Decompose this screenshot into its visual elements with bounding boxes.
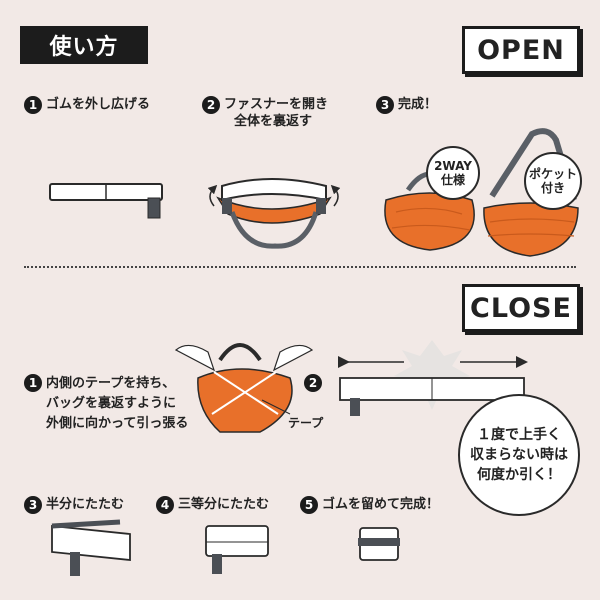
page-title: 使い方 (20, 26, 148, 64)
step-number: 4 (156, 496, 174, 514)
callout-text: １度で上手く (477, 427, 561, 443)
open-step-1: 1 ゴムを外し広げる (24, 96, 150, 114)
open-step-3: 3 完成！ (376, 96, 437, 114)
callout-text: 何度か引く！ (477, 467, 561, 483)
shoulder-bag-illustration (483, 128, 579, 257)
step-text: 全体を裏返す (234, 114, 313, 129)
close-step-2: 2 (304, 374, 322, 392)
two-way-bubble: 2WAY 仕様 (426, 146, 480, 200)
step-text: ゴムを留めて完成！ (322, 497, 440, 512)
bubble-text: 仕様 (440, 173, 465, 187)
close-step-4: 4 三等分にたたむ (156, 496, 269, 514)
step-number: 1 (24, 96, 42, 114)
step-text: 完成！ (398, 97, 438, 112)
step-text: 三等分にたたむ (178, 497, 270, 512)
pocket-bubble: ポケット 付き (524, 152, 582, 210)
step-number: 2 (304, 374, 322, 392)
inverting-bag-illustration (207, 178, 341, 249)
step-text: バッグを裏返すように (46, 396, 177, 411)
half-fold-illustration (51, 519, 131, 576)
step-number: 1 (24, 374, 42, 392)
open-step-2: 2 ファスナーを開き 全体を裏返す (202, 96, 328, 130)
step-text: ゴムを外し広げる (46, 97, 151, 112)
flat-band-illustration (49, 183, 163, 219)
open-section-label: OPEN (462, 26, 580, 74)
callout-text: 収まらない時は (470, 447, 568, 463)
step-text: 外側に向かって引っ張る (46, 416, 189, 431)
stretched-band-illustration (338, 340, 528, 416)
step-text: 内側のテープを持ち、 (46, 376, 176, 391)
close-section-label: CLOSE (462, 284, 580, 332)
bubble-text: 2WAY (434, 159, 472, 173)
step-number: 3 (376, 96, 394, 114)
third-fold-illustration (205, 525, 269, 574)
step-text: ファスナーを開き (224, 97, 329, 112)
close-step-1: 1 内側のテープを持ち、 バッグを裏返すように 外側に向かって引っ張る (24, 374, 188, 434)
step-number: 5 (300, 496, 318, 514)
tip-callout: １度で上手く 収まらない時は 何度か引く！ (458, 394, 580, 516)
step-number: 2 (202, 96, 220, 114)
pull-bag-illustration (174, 343, 314, 433)
step-number: 3 (24, 496, 42, 514)
bubble-text: 付き (540, 181, 565, 195)
close-step-3: 3 半分にたたむ (24, 496, 124, 514)
bubble-text: ポケット (528, 167, 577, 181)
close-step-5: 5 ゴムを留めて完成！ (300, 496, 439, 514)
finished-fold-illustration (358, 527, 400, 561)
section-divider (24, 266, 576, 268)
step-text: 半分にたたむ (46, 497, 125, 512)
tape-label: テープ (288, 416, 324, 430)
